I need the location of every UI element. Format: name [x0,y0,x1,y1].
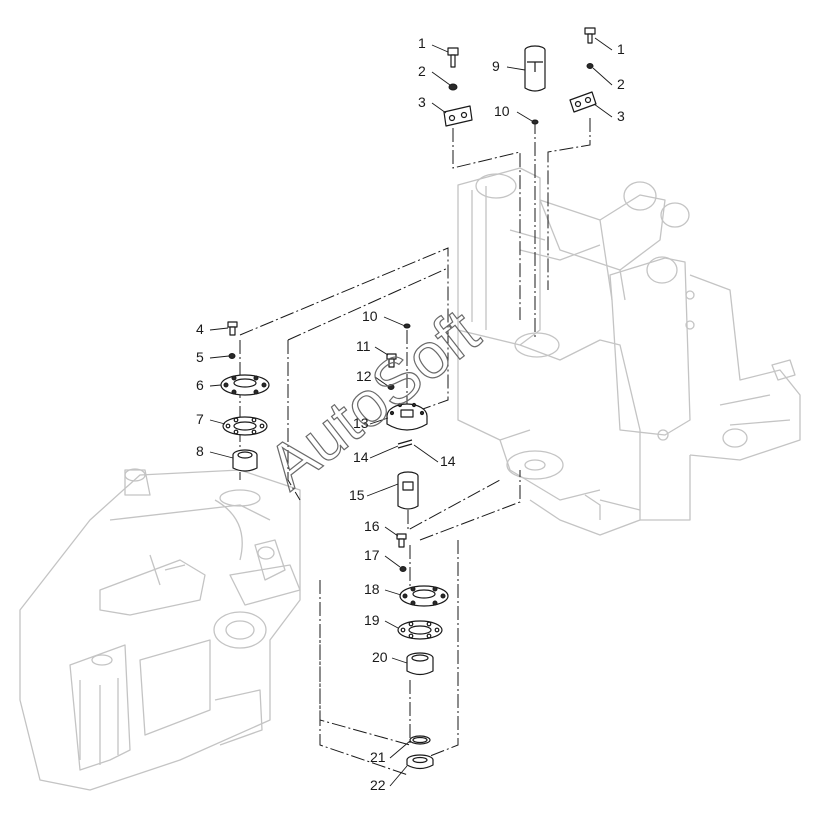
callout-19: 19 [364,612,380,628]
bolt-1-right [584,27,596,44]
plate-3-right [569,91,597,113]
shim-14 [397,439,413,449]
left-bearing-stack [220,321,270,472]
callout-3-left: 3 [418,94,426,110]
leader-lines [209,37,613,787]
ring-22 [406,754,434,770]
washer-17 [399,566,407,572]
upper-pin-parts [443,27,597,127]
callout-1-right: 1 [617,41,625,57]
callout-16: 16 [364,518,380,534]
shim-7 [222,416,268,436]
callout-3-right: 3 [617,108,625,124]
callout-14-right: 14 [440,453,456,469]
callout-2-left: 2 [418,63,426,79]
bolt-4 [227,321,238,336]
bolt-16 [396,533,407,548]
pin-15 [397,471,419,510]
washer-12 [387,384,395,390]
callout-9: 9 [492,58,500,74]
lower-bearing-stack [396,533,449,770]
callout-10-center: 10 [362,308,378,324]
callout-10-top: 10 [494,103,510,119]
watermark-text: AutoSoft [254,295,492,503]
washer-5 [228,353,236,359]
callout-7: 7 [196,411,204,427]
callout-22: 22 [370,777,386,793]
callout-1-left: 1 [418,35,426,51]
callout-14-left: 14 [353,449,369,465]
callout-4: 4 [196,321,204,337]
callout-11: 11 [356,338,371,354]
callout-5: 5 [196,349,204,365]
bolt-11 [386,353,397,368]
seal-21 [409,735,431,745]
callout-8: 8 [196,443,204,459]
callout-20: 20 [372,649,388,665]
bearing-8 [232,449,258,472]
callout-15: 15 [349,487,365,503]
callout-18: 18 [364,581,380,597]
bolt-1-left [447,47,459,68]
callout-12: 12 [356,368,372,384]
washer-2-left [448,83,458,91]
callout-numbers: 1 2 3 1 2 3 9 10 4 5 6 7 8 10 11 12 13 1… [196,35,625,793]
callout-6: 6 [196,377,204,393]
callout-13: 13 [353,415,369,431]
center-pin-stack [386,323,428,510]
rear-frame [457,167,801,536]
callout-21: 21 [370,749,386,765]
front-frame [19,468,301,791]
plate-3-left [443,105,473,127]
shim-19 [397,620,443,640]
callout-17: 17 [364,547,380,563]
washer-2-right [586,63,594,69]
callout-2-right: 2 [617,76,625,92]
pin-9 [524,45,546,92]
retainer-6 [220,374,270,396]
retainer-18 [399,585,449,607]
bearing-20 [406,652,434,676]
retainer-13 [386,402,428,431]
washer-10-top [531,119,539,125]
